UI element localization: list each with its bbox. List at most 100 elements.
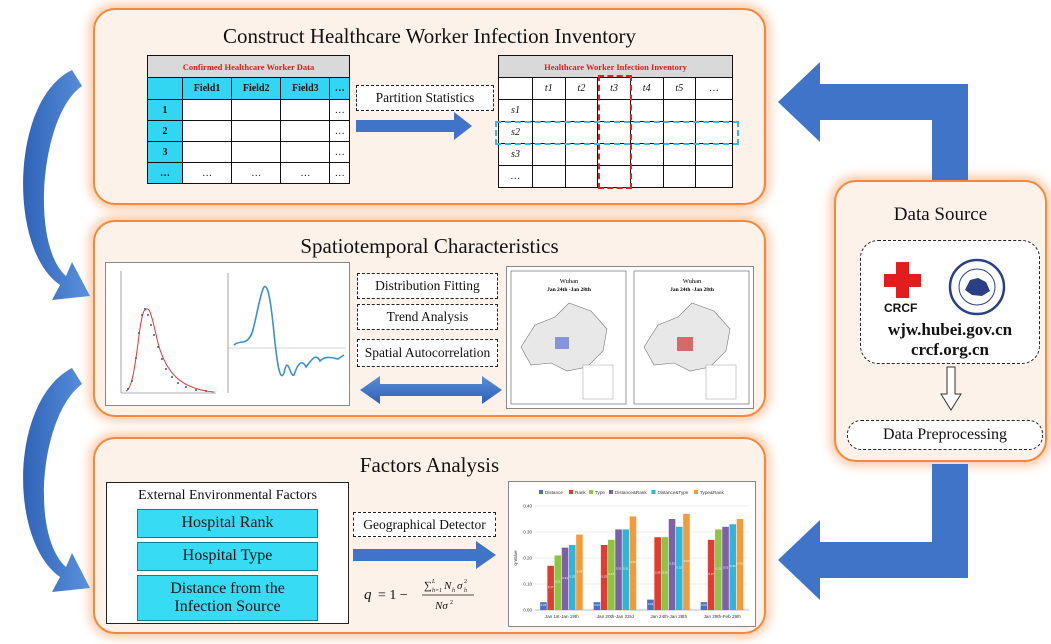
bar	[729, 524, 737, 610]
construct-title: Construct Healthcare Worker Infection In…	[222, 24, 637, 48]
legend-swatch	[694, 490, 698, 494]
table-cell: …	[329, 141, 350, 163]
highlight-row	[495, 121, 739, 145]
bar-value-label: 0.21	[555, 580, 561, 584]
bar-value-label: 0.28	[662, 571, 668, 575]
bar	[593, 602, 601, 610]
bar-value-label: 0.35	[669, 562, 675, 566]
bar	[629, 516, 637, 610]
wuhan-maps-image: Wuhan Jan 24th -Jan 28th Wuhan Jan 24th …	[506, 266, 754, 409]
svg-text:2: 2	[450, 600, 453, 606]
distribution-plots	[120, 271, 346, 394]
table-cell: …	[231, 162, 282, 184]
bar	[707, 539, 715, 610]
factors-title: Factors Analysis	[359, 453, 500, 477]
row-header: 2	[147, 120, 183, 142]
y-tick-label: 0.20	[523, 556, 532, 561]
down-hollow-arrow	[940, 366, 962, 411]
bar-value-label: 0.37	[684, 559, 690, 563]
bar-value-label: 0.29	[577, 569, 583, 573]
time-header: t1	[532, 77, 566, 100]
geographical-detector-label: Geographical Detector	[353, 512, 496, 537]
confirmed-table-title: Confirmed Healthcare Worker Data	[147, 55, 350, 78]
bar	[608, 539, 615, 610]
data-preprocessing-label: Data Preprocessing	[847, 420, 1043, 450]
x-tick-label: Jan 1st-Jan 19th	[545, 614, 579, 619]
bar-value-label: 0.36	[630, 560, 636, 564]
row-header: 1	[147, 99, 183, 121]
svg-text:L: L	[431, 579, 436, 585]
legend-label: Distance	[545, 490, 563, 495]
legend-swatch	[609, 490, 613, 494]
space-header: s3	[498, 143, 533, 166]
svg-text:∑: ∑	[424, 580, 432, 592]
bar	[715, 529, 722, 610]
svg-text:= 1 −: = 1 −	[378, 588, 408, 603]
table-cell: …	[329, 99, 350, 121]
source-to-factors-arrow	[778, 464, 968, 600]
bar	[700, 602, 708, 610]
factor-hospital-rank: Hospital Rank	[137, 509, 318, 538]
time-header: …	[695, 77, 733, 100]
wuhan-maps: Wuhan Jan 24th -Jan 28th Wuhan Jan 24th …	[510, 270, 750, 405]
bar-value-label: 0.32	[677, 565, 683, 569]
bar	[654, 537, 661, 610]
bar-value-label: 0.25	[601, 575, 607, 579]
table-header-cell: Field1	[181, 77, 233, 100]
external-factors-title: External Environmental Factors	[138, 488, 317, 503]
bar-value-label: 0.35	[737, 562, 743, 566]
bar	[576, 534, 583, 610]
bar-value-label: 0.27	[708, 572, 714, 576]
x-tick-label: Jan 24th-Jan 28th	[650, 614, 687, 619]
table-cell: …	[280, 162, 331, 184]
hubei-health-seal-logo	[948, 258, 1006, 316]
legend-label: Distance&Type	[658, 490, 689, 495]
bar-value-label: 0.03	[541, 603, 547, 607]
svg-text:h=1: h=1	[432, 588, 442, 594]
bar	[722, 526, 729, 610]
curved-arrow-2	[23, 368, 91, 592]
svg-text:N: N	[443, 580, 452, 592]
y-tick-label: 0.10	[523, 582, 532, 587]
time-header: t4	[629, 77, 664, 100]
bar-value-label: 0.17	[548, 585, 554, 589]
bar-value-label: 0.24	[562, 576, 568, 580]
bar	[683, 513, 690, 610]
y-tick-label: 0.40	[523, 504, 532, 509]
source-url-2: crcf.org.cn	[910, 340, 990, 359]
bar	[615, 529, 622, 610]
svg-text:2: 2	[464, 579, 467, 585]
y-tick-label: 0.30	[523, 530, 532, 535]
row-header: …	[147, 162, 183, 184]
table-header-cell: Field2	[231, 77, 282, 100]
bar-value-label: 0.28	[655, 571, 661, 575]
bar	[547, 565, 554, 610]
bar-value-label: 0.04	[648, 602, 654, 606]
time-header: t5	[662, 77, 697, 100]
bar-value-label: 0.31	[716, 567, 722, 571]
map-city: Wuhan	[683, 278, 702, 285]
bar-value-label: 0.31	[616, 567, 622, 571]
legend-swatch	[589, 490, 593, 494]
bar-value-label: 0.27	[609, 572, 615, 576]
bar	[540, 602, 547, 610]
legend-swatch	[651, 490, 656, 494]
map-city: Wuhan	[560, 278, 579, 285]
legend-label: Type&Rank	[700, 490, 724, 495]
bar	[622, 529, 630, 610]
bar	[661, 537, 669, 610]
bar	[736, 519, 744, 610]
row-header: 3	[147, 141, 183, 163]
partition-statistics-label: Partition Statistics	[356, 85, 494, 111]
trend-analysis-label: Trend Analysis	[357, 304, 498, 330]
x-tick-label: Jan 29th-Feb 29th	[704, 614, 742, 619]
legend-label: Distance&Rank	[615, 490, 647, 495]
svg-text:q: q	[364, 587, 372, 603]
distribution-plots-image	[105, 262, 350, 406]
space-header: …	[498, 165, 533, 188]
bar	[600, 545, 608, 610]
legend-label: Rank	[575, 490, 586, 495]
bar-value-label: 0.03	[701, 603, 707, 607]
legend-label: Type	[595, 490, 605, 495]
q-value-chart-frame: Distance Rank Type Distance&Rank Distance&Ty…	[508, 481, 756, 627]
